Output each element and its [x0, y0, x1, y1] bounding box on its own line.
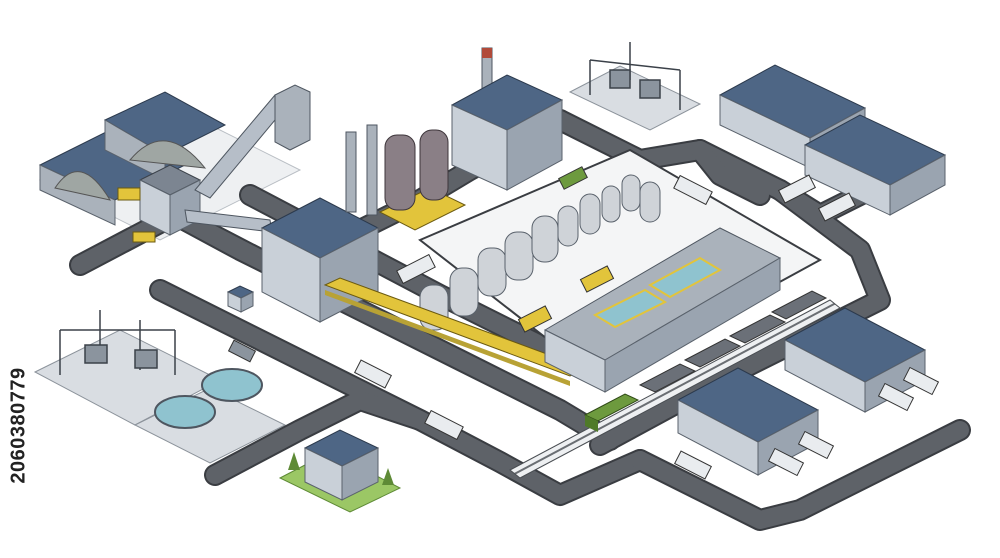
stock-id-text: 2060380779 — [7, 366, 30, 484]
reactor-columns — [378, 129, 467, 231]
processing-hall — [543, 227, 782, 393]
substations — [59, 42, 681, 375]
office-building — [288, 429, 394, 501]
tank-farm — [419, 174, 661, 331]
clarifier-tanks — [154, 368, 263, 429]
guard-hut — [226, 285, 255, 313]
crusher-conveyor — [117, 84, 311, 243]
stock-image-id: 2060380779 — [4, 300, 34, 550]
warehouses — [676, 64, 947, 476]
boiler-house — [450, 74, 564, 191]
trucks — [227, 166, 940, 480]
railway — [509, 299, 841, 479]
freight-train — [583, 290, 828, 432]
